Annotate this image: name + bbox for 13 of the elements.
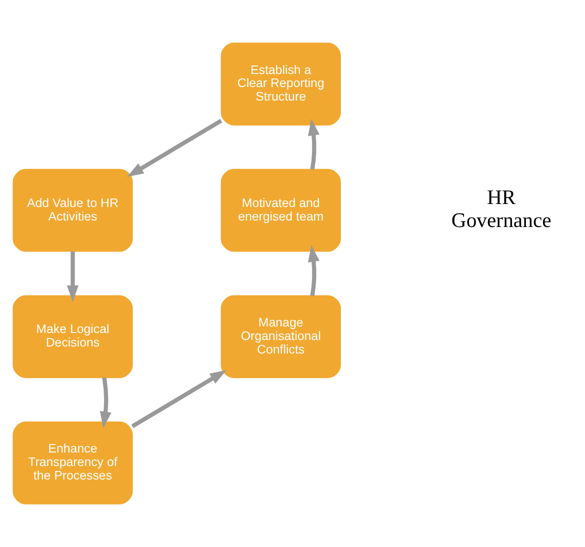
node-box: Manage Organisational Conflicts xyxy=(220,295,340,378)
node-box: Add Value to HR Activities xyxy=(12,168,132,252)
arrow xyxy=(130,370,226,428)
arrow xyxy=(126,118,222,177)
node-box: Make Logical Decisions xyxy=(12,295,132,378)
arrow xyxy=(99,377,111,428)
node-box: Establish a Clear Reporting Structure xyxy=(220,42,340,126)
arrow xyxy=(308,118,319,170)
label: HR Governance xyxy=(450,187,551,232)
node-box: Motivated and energised team xyxy=(220,168,340,252)
arrow xyxy=(308,245,319,296)
arrow xyxy=(66,251,78,302)
node-box: Enhance Transparency of the Processes xyxy=(12,422,132,504)
